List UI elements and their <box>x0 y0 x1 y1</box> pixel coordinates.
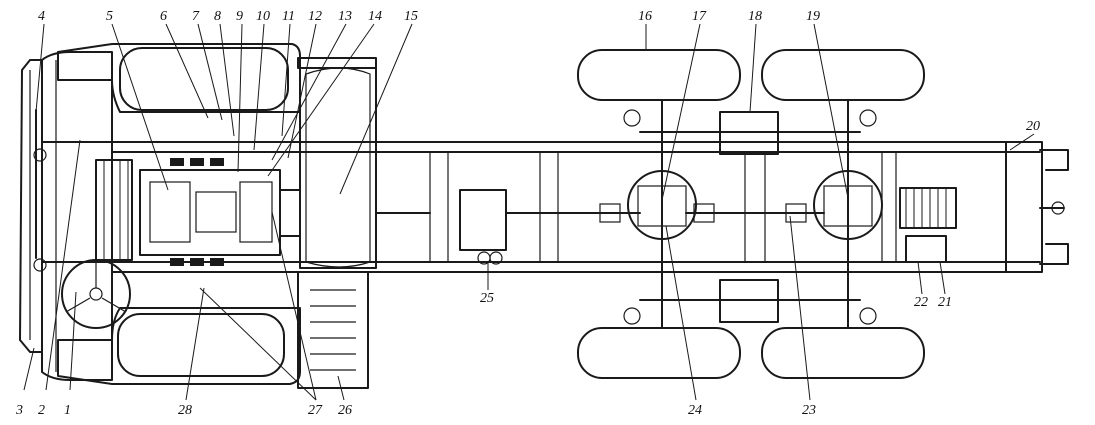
frame-cross-members <box>429 141 1043 273</box>
cab-body <box>41 51 113 381</box>
rear-wheel-upper-left <box>577 49 741 101</box>
middle-axle-differential <box>627 99 697 329</box>
callout-1: 1 <box>64 403 71 418</box>
callout-22: 22 <box>914 295 928 310</box>
front-left-wheel <box>119 47 289 111</box>
front-bumper <box>19 59 43 353</box>
balancer-suspension-lower <box>623 279 877 325</box>
leader-lines <box>23 23 1035 401</box>
transfer-case <box>459 189 621 265</box>
callout-6: 6 <box>160 9 167 24</box>
callout-16: 16 <box>638 9 652 24</box>
tow-hook <box>1039 149 1069 265</box>
callout-20: 20 <box>1026 119 1040 134</box>
callout-5: 5 <box>106 9 113 24</box>
cab-rear-wall <box>297 57 377 269</box>
callout-18: 18 <box>748 9 762 24</box>
engine-block <box>139 158 281 266</box>
callout-15: 15 <box>404 9 418 24</box>
rear-wheel-lower-left <box>577 327 741 379</box>
callout-26: 26 <box>338 403 352 418</box>
front-right-fender <box>57 307 301 385</box>
callout-3: 3 <box>15 403 23 418</box>
winch-battery <box>899 187 957 263</box>
steering-wheel <box>61 259 131 329</box>
callout-23: 23 <box>802 403 816 418</box>
callout-13: 13 <box>338 9 352 24</box>
transmission-housing <box>279 189 431 237</box>
step-ladder <box>297 271 369 389</box>
front-axle-tie-rod <box>33 109 47 272</box>
callout-24: 24 <box>688 403 702 418</box>
callout-28: 28 <box>178 403 192 418</box>
callout-17: 17 <box>692 9 707 24</box>
callout-9: 9 <box>236 9 243 24</box>
callout-10: 10 <box>256 9 270 24</box>
callout-14: 14 <box>368 9 382 24</box>
callout-8: 8 <box>214 9 221 24</box>
callout-21: 21 <box>938 295 952 310</box>
callout-11: 11 <box>282 9 295 24</box>
callout-7: 7 <box>192 9 200 24</box>
callout-4: 4 <box>38 9 45 24</box>
rear-axle-differential <box>813 99 883 329</box>
callout-27: 27 <box>308 403 323 418</box>
callout-25: 25 <box>480 291 494 306</box>
callout-labels: 1 2 3 4 5 6 7 8 9 10 11 12 13 14 15 16 1… <box>15 9 1040 418</box>
callout-12: 12 <box>308 9 322 24</box>
frame-rail-upper <box>41 141 1041 153</box>
radiator <box>95 159 133 261</box>
callout-19: 19 <box>806 9 820 24</box>
rear-wheel-upper-right <box>761 49 925 101</box>
propeller-shafts <box>599 203 825 223</box>
front-right-wheel <box>117 313 285 377</box>
rear-wheel-lower-right <box>761 327 925 379</box>
callout-2: 2 <box>38 403 45 418</box>
